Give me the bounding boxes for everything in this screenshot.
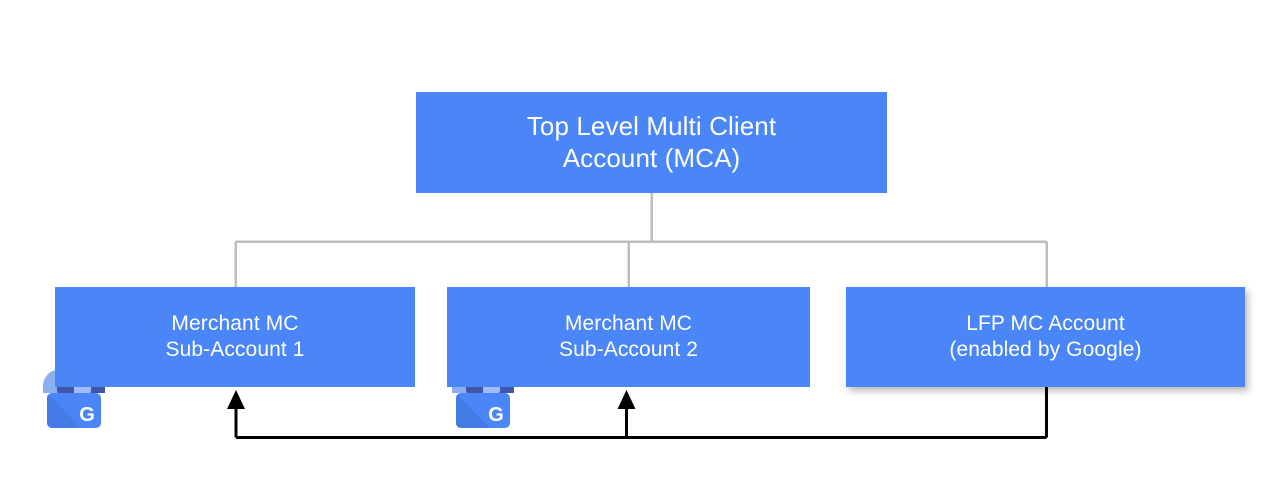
arrowhead-sub2 bbox=[617, 390, 636, 409]
arrowhead-sub1 bbox=[227, 390, 245, 409]
node-mca-label: Top Level Multi Client Account (MCA) bbox=[526, 110, 777, 173]
node-lfp-label: LFP MC Account (enabled by Google) bbox=[949, 312, 1142, 361]
svg-text:G: G bbox=[79, 404, 95, 426]
node-sub1-label: Merchant MC Sub-Account 1 bbox=[165, 312, 305, 361]
node-top-level-mca[interactable]: Top Level Multi Client Account (MCA) bbox=[416, 92, 887, 193]
google-g-glyph: G bbox=[488, 404, 504, 426]
node-lfp-mc-account[interactable]: LFP MC Account (enabled by Google) bbox=[846, 287, 1245, 387]
google-g-glyph: G bbox=[79, 404, 95, 426]
node-sub2-label: Merchant MC Sub-Account 2 bbox=[558, 312, 699, 361]
svg-text:G: G bbox=[488, 404, 504, 426]
node-merchant-sub-account-2[interactable]: Merchant MC Sub-Account 2 bbox=[447, 287, 810, 387]
node-merchant-sub-account-1[interactable]: Merchant MC Sub-Account 1 bbox=[55, 287, 415, 387]
